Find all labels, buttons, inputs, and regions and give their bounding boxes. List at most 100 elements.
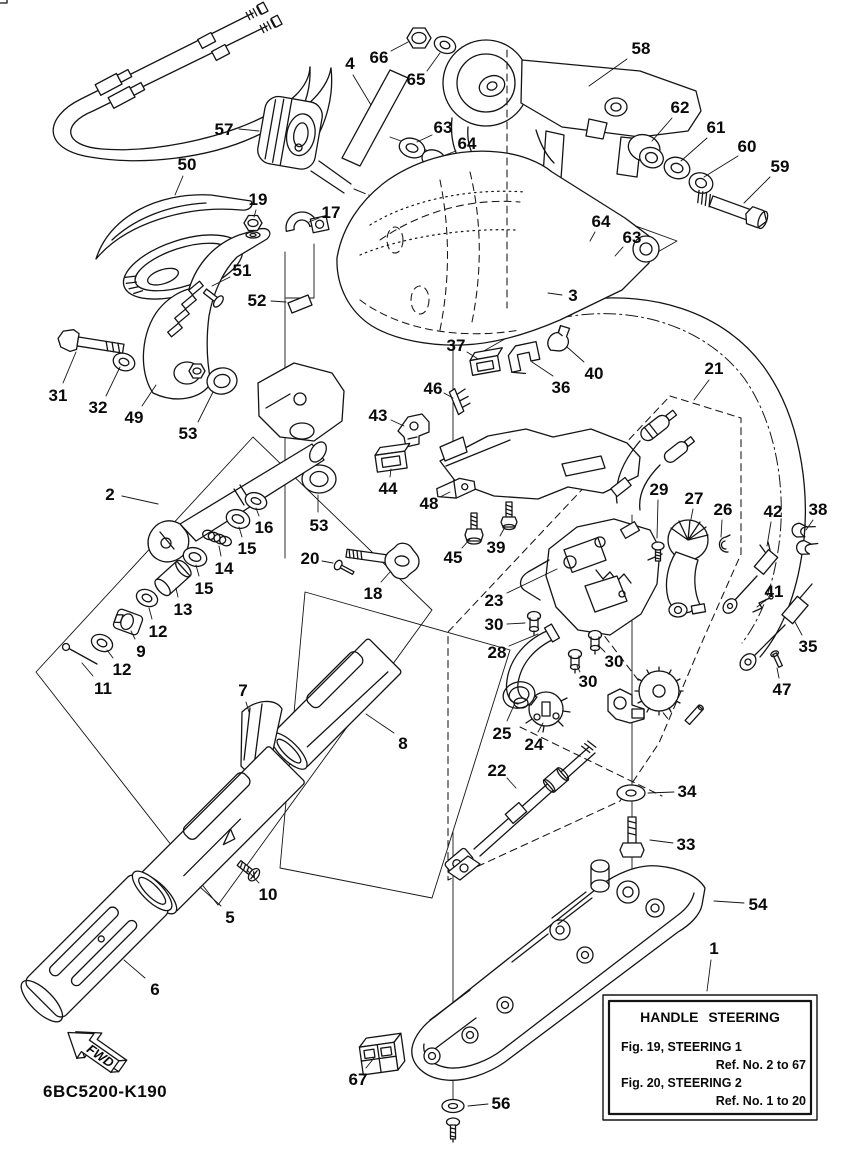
swivel-bracket-58 bbox=[442, 39, 702, 186]
leader-line-12 bbox=[106, 649, 114, 659]
part-label-22: 22 bbox=[488, 761, 507, 780]
fwd-arrow: FWD bbox=[67, 1031, 128, 1073]
cable-grommet-57 bbox=[257, 95, 323, 170]
part-label-54: 54 bbox=[749, 895, 768, 914]
clip-40 bbox=[547, 325, 571, 352]
part-label-65: 65 bbox=[407, 70, 426, 89]
leader-line-3 bbox=[547, 292, 563, 296]
leader-line-28 bbox=[508, 633, 539, 647]
bracket-48 bbox=[436, 477, 476, 499]
leader-line-22 bbox=[506, 777, 517, 789]
part-label-30: 30 bbox=[485, 615, 504, 634]
part-label-24: 24 bbox=[525, 735, 544, 754]
shift-lever-49 bbox=[0, 0, 271, 400]
damper-37 bbox=[469, 347, 503, 376]
part-label-57: 57 bbox=[215, 120, 234, 139]
part-label-48: 48 bbox=[420, 494, 439, 513]
info-box-line3: Fig. 20, STEERING 2 bbox=[621, 1076, 742, 1090]
leader-line-5 bbox=[199, 886, 222, 907]
leader-line-54 bbox=[713, 900, 745, 904]
link-rod-22 bbox=[444, 740, 597, 876]
bearing-15 bbox=[182, 546, 208, 568]
leader-line-57 bbox=[238, 128, 260, 132]
grommet-30 bbox=[567, 648, 583, 674]
grommet-30 bbox=[526, 610, 542, 636]
part-label-4: 4 bbox=[345, 54, 355, 73]
part-label-26: 26 bbox=[714, 500, 733, 519]
part-label-45: 45 bbox=[444, 548, 463, 567]
joint-9 bbox=[112, 608, 144, 636]
leader-line-63 bbox=[614, 246, 624, 257]
leader-line-16 bbox=[255, 507, 260, 517]
info-box-line2: Ref. No. 2 to 67 bbox=[716, 1058, 806, 1072]
part-label-31: 31 bbox=[49, 386, 68, 405]
leader-line-27 bbox=[690, 508, 694, 520]
leader-line-51 bbox=[211, 276, 231, 287]
part-label-19: 19 bbox=[249, 190, 268, 209]
part-label-49: 49 bbox=[125, 408, 144, 427]
part-label-28: 28 bbox=[488, 643, 507, 662]
bolt-33 bbox=[619, 816, 645, 858]
part-label-15: 15 bbox=[195, 579, 214, 598]
nut-19 bbox=[243, 214, 263, 239]
part-label-27: 27 bbox=[685, 489, 704, 508]
part-label-61: 61 bbox=[707, 118, 726, 137]
leader-line-40 bbox=[566, 346, 585, 363]
gear-lever-27 bbox=[665, 519, 709, 618]
leader-line-58 bbox=[588, 58, 628, 87]
washer-screw-56 bbox=[441, 1098, 465, 1143]
part-label-14: 14 bbox=[215, 559, 234, 578]
diagram-code: 6BC5200-K190 bbox=[43, 1082, 167, 1101]
leader-line-49 bbox=[141, 384, 157, 407]
leader-line-1 bbox=[706, 959, 712, 992]
damper-44 bbox=[374, 442, 411, 473]
part-label-35: 35 bbox=[799, 637, 818, 656]
leader-line-56 bbox=[467, 1103, 489, 1107]
steering-arm bbox=[607, 688, 645, 724]
grip-6 bbox=[20, 870, 173, 1023]
leader-line-42 bbox=[766, 521, 772, 547]
bolt-31 bbox=[57, 329, 125, 354]
washer-34 bbox=[616, 784, 646, 802]
leader-line-14 bbox=[218, 545, 222, 557]
part-label-21: 21 bbox=[705, 359, 724, 378]
washer-65 bbox=[433, 35, 457, 55]
friction-plate bbox=[439, 428, 641, 500]
leader-line-36 bbox=[531, 361, 554, 377]
cable-adjuster bbox=[107, 81, 146, 109]
part-label-51: 51 bbox=[233, 261, 252, 280]
leader-line-63 bbox=[416, 134, 433, 143]
part-label-30: 30 bbox=[605, 652, 624, 671]
part-label-62: 62 bbox=[671, 98, 690, 117]
roll-pin bbox=[684, 704, 704, 726]
leader-line-26 bbox=[720, 519, 723, 538]
part-label-9: 9 bbox=[136, 642, 145, 661]
pinion-gear bbox=[634, 666, 684, 716]
leader-line-19 bbox=[253, 209, 257, 218]
pin-41 bbox=[752, 594, 774, 613]
guide-tube-28 bbox=[505, 623, 561, 709]
cable-end-35 bbox=[739, 583, 813, 671]
part-label-18: 18 bbox=[364, 584, 383, 603]
tube-8 bbox=[270, 638, 402, 770]
spring-14 bbox=[202, 529, 232, 547]
leader-line-62 bbox=[651, 117, 673, 142]
washer-61 bbox=[663, 156, 691, 180]
part-label-2: 2 bbox=[105, 485, 114, 504]
leader-line-15 bbox=[238, 526, 243, 538]
leader-line-37 bbox=[466, 351, 479, 360]
leader-line-47 bbox=[776, 667, 780, 679]
leader-line-65 bbox=[426, 52, 441, 72]
leader-line-6 bbox=[123, 959, 146, 979]
part-label-15: 15 bbox=[238, 539, 257, 558]
part-label-20: 20 bbox=[301, 549, 320, 568]
info-box-title: HANDLE STEERING bbox=[640, 1009, 780, 1025]
part-label-47: 47 bbox=[773, 680, 792, 699]
part-label-39: 39 bbox=[487, 538, 506, 557]
kit-boundary-box bbox=[447, 395, 742, 881]
cable-adjuster bbox=[94, 68, 133, 96]
pin-20 bbox=[333, 559, 355, 576]
leader-line-23 bbox=[506, 568, 558, 594]
washer-60 bbox=[688, 172, 714, 194]
